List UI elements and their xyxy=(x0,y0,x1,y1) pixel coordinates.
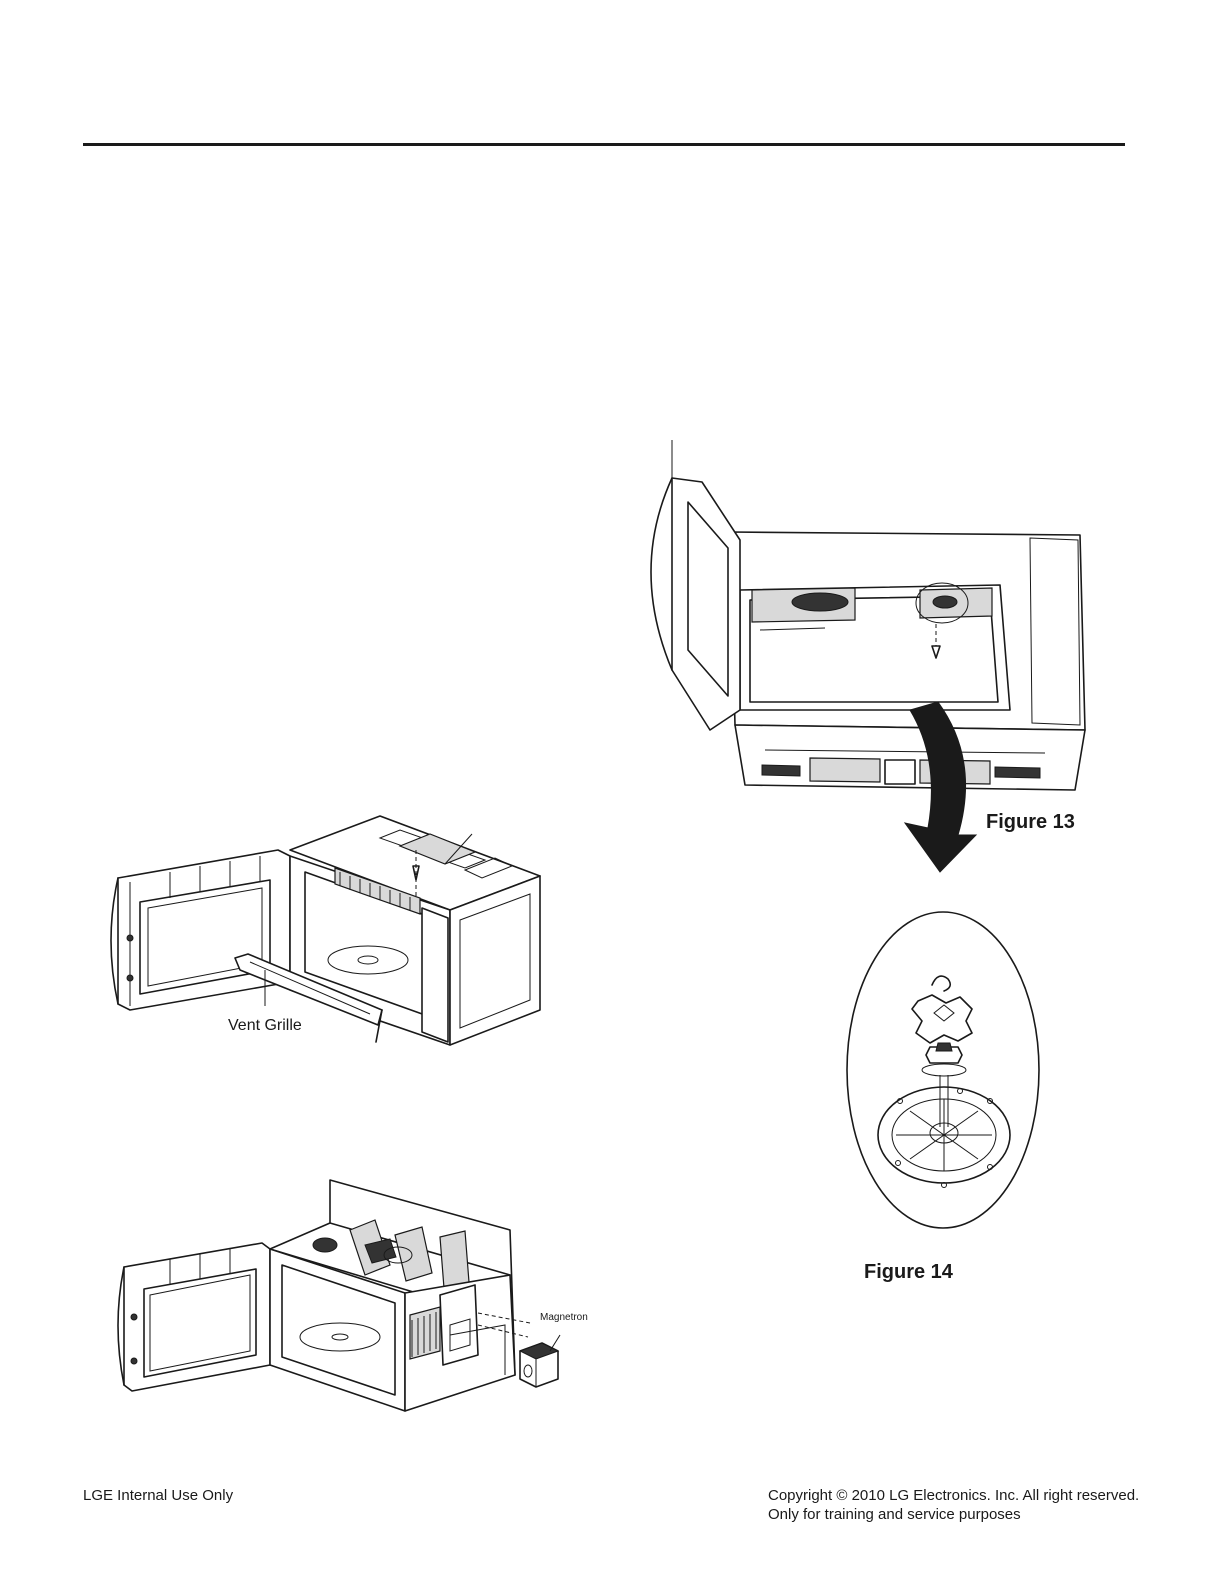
footer-training-notice: Only for training and service purposes xyxy=(768,1505,1021,1524)
figure-14-caption: Figure 14 xyxy=(864,1261,953,1284)
magnetron-illustration xyxy=(110,1175,580,1415)
footer-copyright: Copyright © 2010 LG Electronics. Inc. Al… xyxy=(768,1486,1139,1505)
footer-internal-use: LGE Internal Use Only xyxy=(83,1486,233,1505)
header-rule xyxy=(83,143,1125,146)
figure-13-caption: Figure 13 xyxy=(986,811,1075,834)
magnetron-label: Magnetron xyxy=(540,1312,588,1323)
vent-grille-label: Vent Grille xyxy=(228,1017,302,1035)
vent-grille-illustration xyxy=(100,810,560,1055)
figure-14-illustration xyxy=(840,905,1050,1235)
